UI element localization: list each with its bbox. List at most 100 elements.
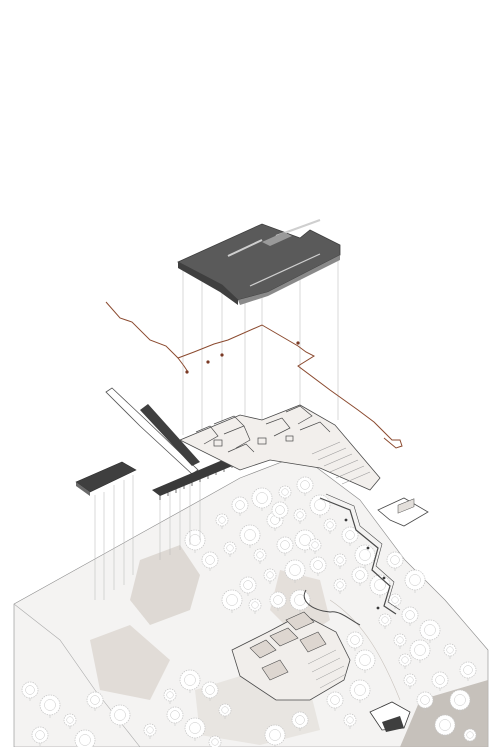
tree-icon	[404, 569, 426, 593]
tree-icon	[269, 591, 287, 611]
tree-icon	[86, 691, 104, 711]
building-floor-plan	[179, 404, 381, 491]
projection-lines	[94, 245, 339, 600]
tree-icon	[143, 723, 157, 739]
interior-walls	[195, 405, 331, 453]
tree-icon	[109, 704, 131, 728]
tree-icon	[409, 639, 431, 663]
tree-icon	[354, 649, 376, 673]
tree-icon	[431, 671, 449, 691]
tree-icon	[416, 691, 434, 711]
roof-main	[177, 223, 341, 301]
tree-icon	[291, 711, 309, 731]
tree-icon	[289, 589, 311, 613]
tree-icon	[221, 589, 243, 613]
tree-icon	[296, 476, 314, 496]
tree-icon	[74, 729, 96, 747]
deck-platform	[152, 456, 242, 496]
tree-icon	[163, 688, 177, 704]
lower-building-rooms	[249, 611, 327, 681]
tree-icon	[333, 553, 347, 569]
roof-skylight	[227, 239, 263, 257]
tree-icon	[401, 606, 419, 626]
tree-icon	[434, 714, 456, 738]
roof-layer	[177, 219, 341, 305]
tree-icon	[333, 578, 347, 594]
tree-icon	[419, 619, 441, 643]
tree-icon	[31, 726, 49, 746]
tree-icon	[39, 694, 61, 718]
tree-icon	[459, 661, 477, 681]
detached-roof	[75, 461, 137, 493]
tree-icon	[293, 508, 307, 524]
route-line	[177, 357, 189, 373]
tree-icon	[326, 691, 344, 711]
tree-icon	[349, 679, 371, 703]
tree-icon	[251, 487, 273, 511]
route-markers	[185, 341, 300, 374]
tree-icon	[239, 576, 257, 596]
tree-icon	[343, 713, 357, 729]
route-dot	[220, 353, 224, 357]
tree-icon	[278, 485, 292, 501]
route-dot	[185, 370, 189, 374]
tree-icon	[201, 551, 219, 571]
deck-posts	[159, 462, 233, 500]
tree-icon	[263, 568, 277, 584]
roof-light-panel	[262, 232, 292, 246]
tree-icon	[253, 548, 267, 564]
tree-icon	[308, 538, 322, 554]
tree-icon	[393, 633, 407, 649]
hall-stripes	[311, 441, 371, 485]
tree-icon	[403, 673, 417, 689]
tree-icon	[184, 717, 206, 741]
contour-line	[329, 599, 401, 701]
tree-icon	[231, 496, 249, 516]
tree-icon	[284, 559, 306, 583]
tree-icon	[354, 544, 376, 568]
terrain-shadow	[90, 625, 170, 700]
tree-icon	[166, 706, 184, 726]
tree-icon	[239, 524, 261, 548]
walkway-dark	[140, 404, 200, 466]
tree-icon	[443, 643, 457, 659]
roof-skylight	[249, 253, 321, 287]
route-layer	[105, 301, 403, 449]
roof-dark-side	[178, 262, 238, 305]
detached-roof-edge	[76, 482, 90, 496]
tree-icon	[398, 653, 412, 669]
annex-room	[397, 498, 415, 514]
route-dot	[296, 341, 300, 345]
tree-icon	[388, 593, 402, 609]
corridor	[319, 497, 397, 615]
corridor-markers	[344, 518, 386, 610]
tree-icon	[378, 613, 392, 629]
floor-plan-layer	[75, 387, 429, 732]
tree-icon	[223, 541, 237, 557]
tree-icon	[351, 566, 369, 586]
roof-edge	[238, 255, 340, 305]
tree-icon	[276, 536, 294, 556]
tree-icon	[449, 689, 471, 713]
tree-icon	[271, 501, 289, 521]
tree-icon	[179, 669, 201, 693]
terrain-shadow	[130, 545, 200, 625]
walkway-bridge	[105, 387, 199, 475]
annex-building	[377, 497, 429, 527]
corridor	[325, 493, 401, 611]
lower-building-stripes	[307, 649, 347, 689]
tree-icon	[21, 681, 39, 701]
tree-icon	[341, 526, 359, 546]
tree-icon	[215, 513, 229, 529]
tree-icon	[369, 574, 391, 598]
tree-group	[21, 476, 477, 747]
route-line	[105, 301, 403, 449]
tree-icon	[346, 631, 364, 651]
tree-icon	[208, 735, 222, 747]
route-dot	[206, 360, 210, 364]
tree-icon	[218, 703, 232, 719]
pod-dark	[382, 716, 404, 732]
tree-icon	[264, 724, 286, 747]
